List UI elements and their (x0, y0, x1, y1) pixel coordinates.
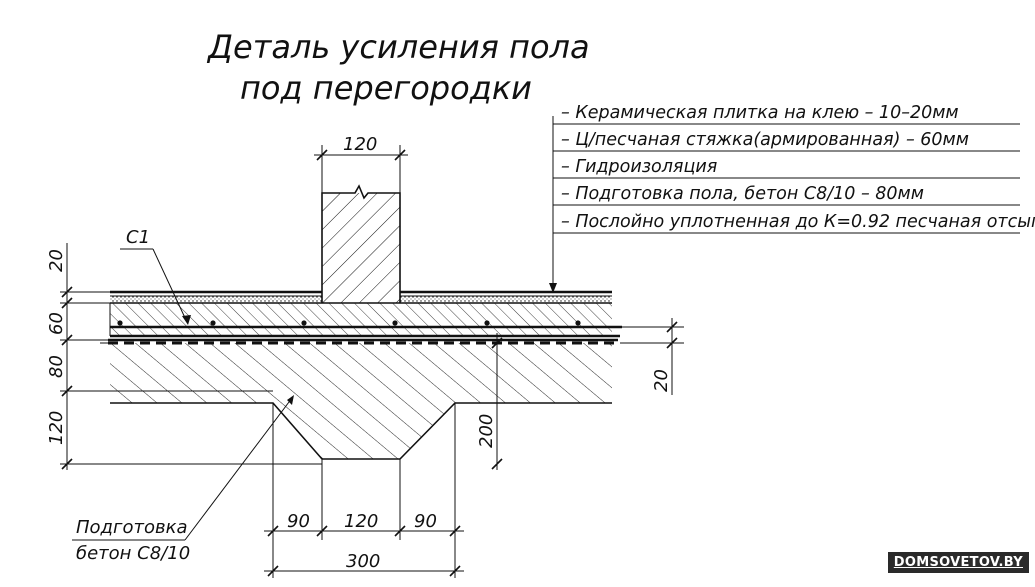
reinforcement-label: С1 (126, 227, 150, 248)
dim-wall-width-label: 120 (343, 134, 377, 155)
layer-legend: – Керамическая плитка на клею – 10–20мм … (549, 103, 1035, 293)
dim-rib-top-label: 300 (346, 551, 380, 572)
dim-tile-label: 20 (46, 249, 67, 272)
dim-left-chain: 20 60 80 120 (46, 243, 322, 470)
dim-right-offset-label: 20 (651, 369, 672, 392)
rebar-dots (117, 320, 581, 326)
dim-total-depth-label: 200 (476, 414, 497, 448)
drawing-title-line1: Деталь усиления пола (206, 28, 590, 66)
layer-concrete-prep: – Подготовка пола, бетон С8/10 – 80мм (561, 184, 924, 204)
dim-rib-bottom-label: 120 (344, 511, 378, 532)
dim-rib-depth-label: 120 (46, 411, 67, 445)
layer-tile: – Керамическая плитка на клею – 10–20мм (561, 103, 959, 123)
drawing-title-line2: под перегородки (240, 69, 532, 107)
concrete-prep-slab (110, 343, 612, 460)
dim-concrete-label: 80 (46, 355, 67, 378)
watermark: DOMSOVETOV.BY (887, 552, 1029, 573)
dim-bottom-chain: 90 120 90 300 (264, 403, 464, 578)
dim-right-offset: 20 (620, 318, 684, 395)
preparation-label-line1: Подготовка (76, 517, 187, 538)
preparation-callout: Подготовка бетон С8/10 (72, 395, 294, 564)
screed-layer (109, 303, 622, 338)
dim-slope-left-label: 90 (287, 511, 310, 532)
partition-wall (321, 184, 401, 303)
dim-total-depth: 200 (476, 333, 503, 470)
layer-waterproofing: – Гидроизоляция (561, 157, 717, 177)
reinforcement-callout: С1 (120, 227, 191, 325)
dim-slope-right-label: 90 (414, 511, 437, 532)
waterproofing-layer (100, 338, 618, 345)
layer-sand-fill: – Послойно уплотненная до К=0.92 песчана… (561, 212, 1035, 232)
layer-screed: – Ц/песчаная стяжка(армированная) – 60мм (561, 130, 969, 150)
preparation-label-line2: бетон С8/10 (76, 543, 190, 564)
dim-wall-width: 120 (314, 134, 408, 193)
dim-screed-label: 60 (46, 312, 67, 335)
